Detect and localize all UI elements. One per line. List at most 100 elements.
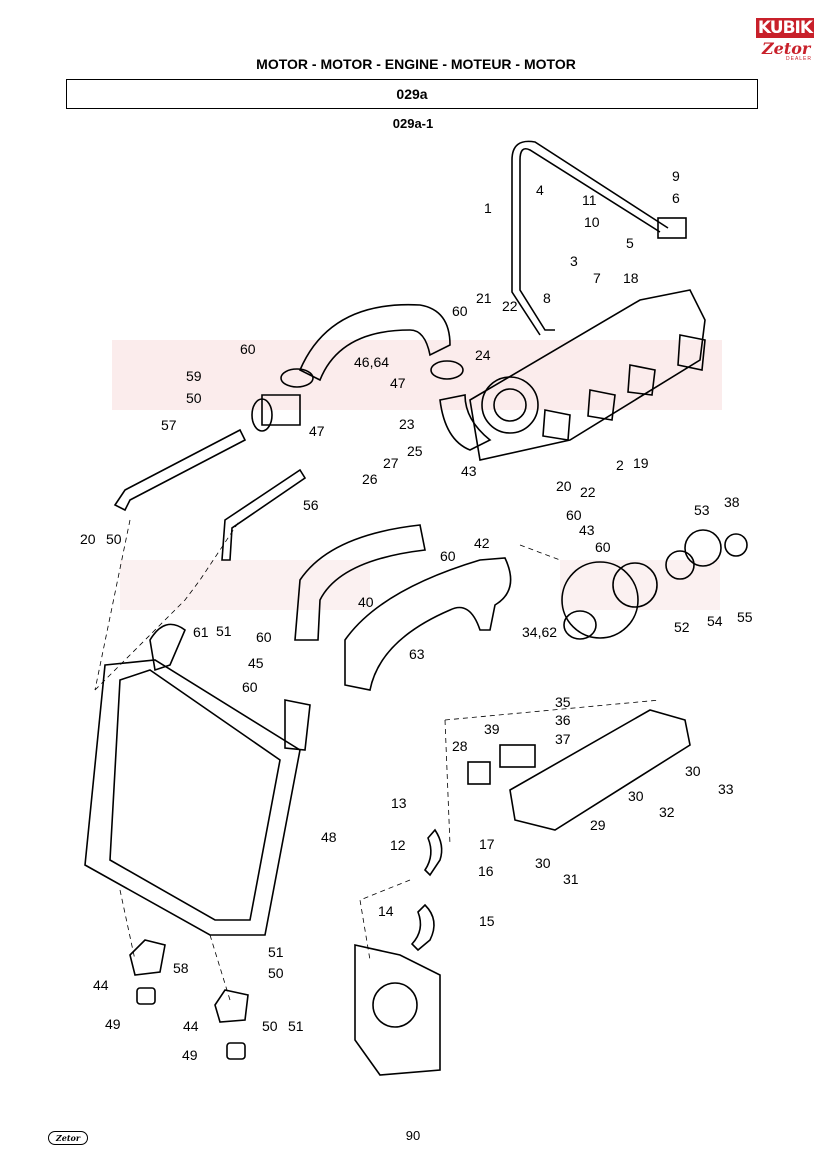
- part-drawings: [84, 140, 748, 1076]
- turbocharger-housing: [612, 562, 658, 608]
- callout: 17: [479, 836, 495, 852]
- callout: 30: [685, 763, 701, 779]
- callout: 21: [476, 290, 492, 306]
- callout: 31: [563, 871, 579, 887]
- callout: 50: [262, 1018, 278, 1034]
- support-44b: [214, 989, 249, 1023]
- figure-code: 029a-1: [392, 116, 434, 131]
- callout: 6: [672, 190, 680, 206]
- callout: 60: [242, 679, 258, 695]
- mount-49b: [226, 1042, 246, 1060]
- callout: 15: [479, 913, 495, 929]
- callout: 3: [570, 253, 578, 269]
- callout: 10: [584, 214, 600, 230]
- callout: 50: [268, 965, 284, 981]
- bracket-56: [221, 468, 307, 561]
- support-44a: [129, 939, 166, 976]
- guide-b: [94, 519, 131, 691]
- flange-24-hole: [493, 388, 527, 422]
- bracket-57: [113, 428, 247, 512]
- guide-lines: [94, 519, 661, 1001]
- callout: 44: [183, 1018, 199, 1034]
- callout: 23: [399, 416, 415, 432]
- manifold-29: [509, 709, 691, 831]
- callout: 38: [724, 494, 740, 510]
- callout: 8: [543, 290, 551, 306]
- callout: 60: [256, 629, 272, 645]
- callout: 29: [590, 817, 606, 833]
- guide-h: [519, 544, 561, 561]
- hose-63: [344, 557, 512, 691]
- callout: 48: [321, 829, 337, 845]
- intercooler-inlet: [149, 623, 186, 672]
- callout: 49: [182, 1047, 198, 1063]
- sleeve-47a-end: [251, 398, 273, 432]
- callout: 45: [248, 655, 264, 671]
- flange-24: [481, 376, 539, 434]
- callout: 59: [186, 368, 202, 384]
- guide-g: [209, 934, 231, 1001]
- callout: 16: [478, 863, 494, 879]
- hose-46-64: [298, 303, 451, 382]
- callout: 55: [737, 609, 753, 625]
- turbocharger: [561, 561, 639, 639]
- callout: 39: [484, 721, 500, 737]
- callout: 44: [93, 977, 109, 993]
- callout: 63: [409, 646, 425, 662]
- callout: 52: [674, 619, 690, 635]
- callout: 20: [80, 531, 96, 547]
- callout: 28: [452, 738, 468, 754]
- callout: 30: [535, 855, 551, 871]
- callout: 54: [707, 613, 723, 629]
- callout: 22: [502, 298, 518, 314]
- callout: 46,64: [354, 354, 389, 370]
- pipe-1-outline: [511, 140, 669, 336]
- page-title: MOTOR - MOTOR - ENGINE - MOTEUR - MOTOR: [256, 56, 576, 72]
- hose-40: [294, 524, 426, 641]
- guide-f: [119, 889, 136, 961]
- callout: 51: [216, 623, 232, 639]
- callout: 47: [390, 375, 406, 391]
- section-code: 029a: [396, 86, 428, 102]
- callout: 50: [186, 390, 202, 406]
- guide-c: [444, 699, 661, 721]
- callout: 14: [378, 903, 394, 919]
- gasket-28: [467, 761, 491, 785]
- logo-dealer-text: DEALER: [786, 56, 813, 62]
- callout: 60: [440, 548, 456, 564]
- logo-zetor-text: Zetor: [762, 39, 811, 58]
- manifold-flanges: [542, 334, 706, 441]
- callout: 4: [536, 182, 544, 198]
- callout: 12: [390, 837, 406, 853]
- section-code-box: 029a: [66, 79, 758, 109]
- callout: 24: [475, 347, 491, 363]
- pipe-1: [519, 147, 661, 331]
- guide-d: [444, 719, 451, 846]
- callout: 42: [474, 535, 490, 551]
- logo-bar: [756, 18, 814, 38]
- callout: 26: [362, 471, 378, 487]
- turbo-outlet: [563, 610, 597, 640]
- callout: 49: [105, 1016, 121, 1032]
- callout: 61: [193, 624, 209, 640]
- callout: 5: [626, 235, 634, 251]
- callout: 53: [694, 502, 710, 518]
- callout: 57: [161, 417, 177, 433]
- callout: 35: [555, 694, 571, 710]
- clamp-60b: [430, 360, 464, 380]
- callout: 25: [407, 443, 423, 459]
- callout: 9: [672, 168, 680, 184]
- callout: 19: [633, 455, 649, 471]
- kubik-zetor-logo: KUBIK Zetor DEALER: [756, 14, 814, 64]
- callout: 36: [555, 712, 571, 728]
- callout: 20: [556, 478, 572, 494]
- engine-block: [354, 944, 441, 1076]
- guide-e: [359, 879, 411, 961]
- callout: 13: [391, 795, 407, 811]
- callout: 37: [555, 731, 571, 747]
- guide-a: [94, 519, 241, 691]
- callout: 40: [358, 594, 374, 610]
- callout: 43: [461, 463, 477, 479]
- pipe-14: [410, 903, 435, 952]
- callout: 43: [579, 522, 595, 538]
